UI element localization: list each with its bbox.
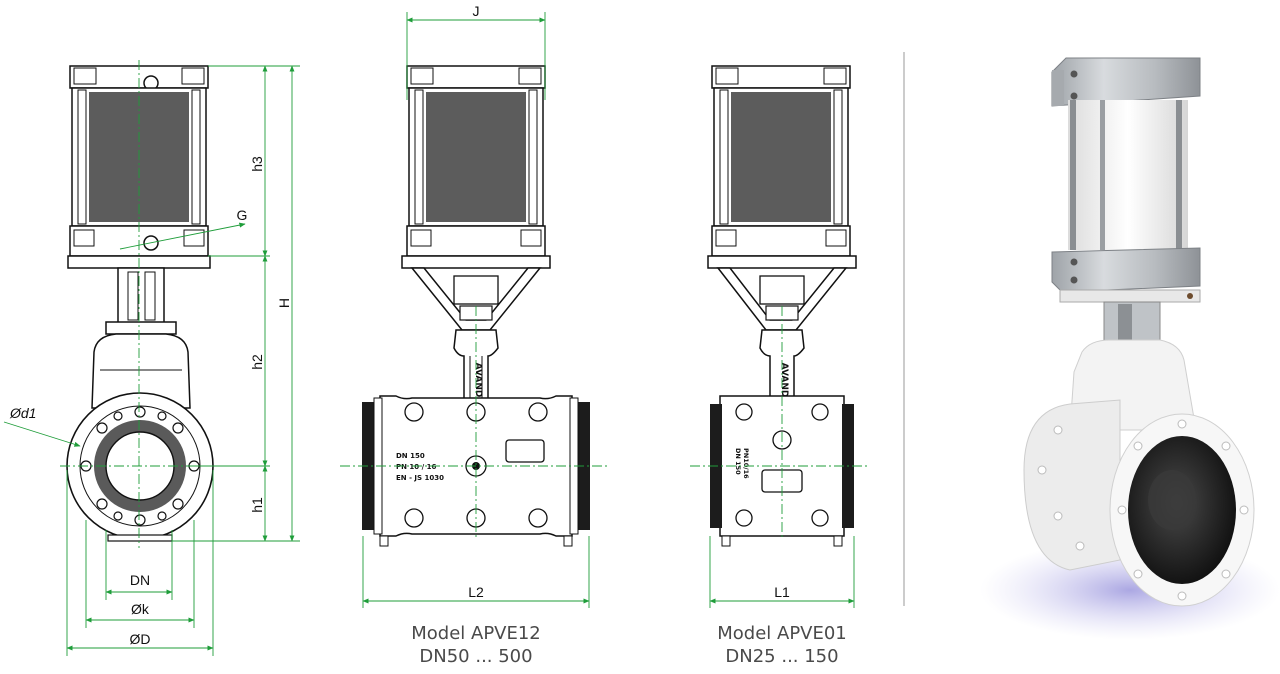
brand-stamp: AVAND xyxy=(779,363,789,398)
label-h2: h2 xyxy=(249,354,265,370)
apve12-stamp-1: DN 150 xyxy=(396,452,425,460)
label-k: Øk xyxy=(131,601,150,617)
brand-stamp: AVAND xyxy=(473,363,483,398)
cylinder-tube xyxy=(731,92,831,222)
apve12-stamp-2: PN 10 / 16 xyxy=(396,463,436,471)
side-view: h3 G H h2 h1 Ød1 DN Øk ØD xyxy=(3,60,300,656)
label-h: H xyxy=(276,298,292,308)
actuator-bottom-plate xyxy=(1051,247,1201,293)
apve12-view: AVAND DN 150 PN 10 / 16 EN - JS 1030 xyxy=(340,3,610,608)
apve12-stamp-3: EN - JS 1030 xyxy=(396,474,444,482)
label-j: J xyxy=(473,3,480,19)
apve12-caption: Model APVE12 DN50 ... 500 xyxy=(376,622,576,668)
label-d1: Ød1 xyxy=(9,405,36,421)
label-h3: h3 xyxy=(249,156,265,172)
apve01-stamp-1: PN10/16 xyxy=(742,448,750,479)
cylinder-tube xyxy=(426,92,526,222)
label-l2: L2 xyxy=(468,584,484,600)
product-photo xyxy=(980,57,1280,640)
tie-rod xyxy=(77,89,87,225)
label-dn: DN xyxy=(130,572,150,588)
apve12-model: Model APVE12 xyxy=(411,623,541,644)
label-d: ØD xyxy=(130,631,151,647)
dimension-lines xyxy=(3,65,300,656)
tie-rod xyxy=(191,89,201,225)
bolt-holes xyxy=(80,406,200,526)
apve01-stamp-2: DN 150 xyxy=(734,448,742,475)
apve01-model: Model APVE01 xyxy=(717,623,847,644)
cylinder-tube xyxy=(1068,100,1188,250)
valve-body xyxy=(91,333,191,409)
label-h1: h1 xyxy=(249,497,265,513)
rear-flange xyxy=(1023,399,1121,571)
dimension-lines xyxy=(690,306,870,608)
name-plate xyxy=(505,439,545,463)
apve12-range: DN50 ... 500 xyxy=(419,646,533,667)
apve01-caption: Model APVE01 DN25 ... 150 xyxy=(682,622,882,668)
label-l1: L1 xyxy=(774,584,790,600)
apve01-view: AVAND PN10/16 DN 150 L1 xyxy=(690,65,870,608)
apve01-range: DN25 ... 150 xyxy=(725,646,839,667)
dimension-lines xyxy=(340,12,610,608)
stem-housing xyxy=(117,267,165,325)
label-g: G xyxy=(237,207,248,223)
